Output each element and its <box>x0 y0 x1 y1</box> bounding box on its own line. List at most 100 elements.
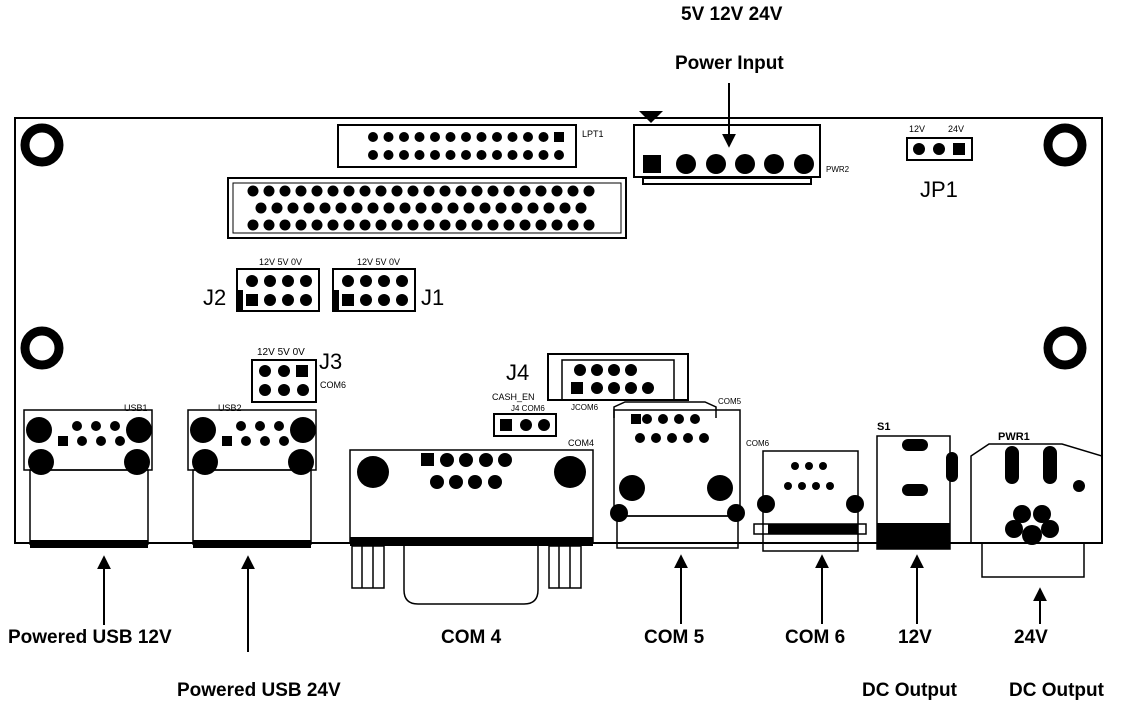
lpt1-pin <box>538 150 549 160</box>
j2-pins-label: 12V 5V 0V <box>259 257 302 267</box>
ide-pin <box>583 219 595 231</box>
cash-en-jumper: CASH_EN J4 COM6 <box>492 392 557 437</box>
ide-pin <box>335 202 347 214</box>
lpt1-pin <box>523 150 533 160</box>
ide-pin <box>263 219 275 231</box>
ide-pin <box>295 185 307 197</box>
ide-pin <box>551 219 563 231</box>
j1-header: 12V 5V 0V J1 <box>332 257 444 312</box>
ide-pin <box>391 185 403 197</box>
lpt1-pin <box>383 150 394 160</box>
lpt1-pin <box>414 132 425 142</box>
mounting-hole-mid-right <box>1043 326 1087 370</box>
v24-label: 24V <box>1014 627 1048 648</box>
usb-24v-label: Powered USB 24V <box>177 680 341 701</box>
ide-pin <box>471 185 483 197</box>
mounting-holes <box>20 123 1087 370</box>
ide-pin <box>527 202 539 214</box>
ide-pin <box>487 185 499 197</box>
j1-pins-label: 12V 5V 0V <box>357 257 400 267</box>
pwr2-pin1-marker <box>639 111 663 123</box>
j2-label: J2 <box>203 285 226 310</box>
usb2-label: USB2 <box>218 403 242 413</box>
ide-pin <box>575 202 587 214</box>
lpt1-pin <box>414 150 425 160</box>
j4-label: J4 <box>506 360 529 385</box>
com5-board-label: COM5 <box>718 397 742 406</box>
lpt1-pin <box>368 150 378 160</box>
usb1-label: USB1 <box>124 403 148 413</box>
com6-label: COM 6 <box>785 627 846 648</box>
ide-pin <box>399 202 411 214</box>
ide-pin <box>583 185 595 197</box>
jp1-12v-label: 12V <box>909 124 925 134</box>
j3-com6-label: COM6 <box>320 380 346 390</box>
ide-pin <box>495 202 507 214</box>
s1-label: S1 <box>877 421 890 433</box>
lpt1-pin <box>399 132 409 142</box>
jp1-jumper: 12V 24V JP1 <box>906 124 973 202</box>
ide-pin <box>367 202 379 214</box>
j3-label: J3 <box>319 349 342 374</box>
ide-pin <box>279 219 291 231</box>
cash-en-label: CASH_EN <box>492 392 535 402</box>
mounting-hole-top-right <box>1043 123 1087 167</box>
lpt1-pin <box>430 150 440 160</box>
jcom6-label: JCOM6 <box>571 403 599 412</box>
ide-pin <box>311 219 323 231</box>
ide-pin <box>519 185 531 197</box>
ide-pin <box>519 219 531 231</box>
v12-label: 12V <box>898 627 932 648</box>
ide-pin <box>375 185 387 197</box>
lpt1-pin <box>538 132 549 142</box>
ide-pin <box>423 219 435 231</box>
pwr1-label: PWR1 <box>998 431 1030 443</box>
ide-pin <box>511 202 523 214</box>
ide-pin <box>295 219 307 231</box>
mounting-hole-top-left <box>20 123 64 167</box>
ide-pin <box>383 202 395 214</box>
ide-pin <box>559 202 571 214</box>
com4-label: COM 4 <box>441 627 502 648</box>
usb1-port: USB1 <box>23 403 153 548</box>
ide-pin <box>375 219 387 231</box>
ide-pin <box>415 202 427 214</box>
com4-port: COM4 <box>349 438 594 605</box>
ide-pin <box>535 185 547 197</box>
ide-pin <box>423 185 435 197</box>
ide-pin <box>359 219 371 231</box>
ide-pin <box>567 219 579 231</box>
ide-pin <box>343 185 355 197</box>
usb2-port: USB2 <box>187 403 317 548</box>
com6-port: COM6 <box>746 439 867 552</box>
lpt1-label: LPT1 <box>582 129 604 139</box>
ide-pin <box>407 219 419 231</box>
lpt1-pin <box>445 132 456 142</box>
lpt1-pin <box>476 132 487 142</box>
ide-pin <box>431 202 443 214</box>
jcom6-header: J4 JCOM6 <box>506 353 689 412</box>
usb-12v-label: Powered USB 12V <box>8 627 172 648</box>
ide-pin <box>391 219 403 231</box>
ide-pin <box>263 185 275 197</box>
ide-pin <box>503 185 515 197</box>
lpt1-pin <box>476 150 487 160</box>
j4-com6-label: J4 COM6 <box>511 404 545 413</box>
ide-pin <box>543 202 555 214</box>
ide-pin <box>319 202 331 214</box>
lpt1-pin <box>492 150 502 160</box>
ide-pin <box>343 219 355 231</box>
lpt1-pin <box>445 150 456 160</box>
ide-pin <box>439 219 451 231</box>
lpt1-pin <box>461 132 471 142</box>
j3-header: 12V 5V 0V J3 COM6 <box>251 347 346 403</box>
ide-pin <box>479 202 491 214</box>
ide-pin <box>279 185 291 197</box>
lpt1-pin <box>368 132 378 142</box>
pwr2-label: PWR2 <box>826 165 850 174</box>
lpt1-pin <box>399 150 409 160</box>
lpt1-pin <box>461 150 471 160</box>
ide-pin <box>407 185 419 197</box>
jp1-24v-label: 24V <box>948 124 964 134</box>
